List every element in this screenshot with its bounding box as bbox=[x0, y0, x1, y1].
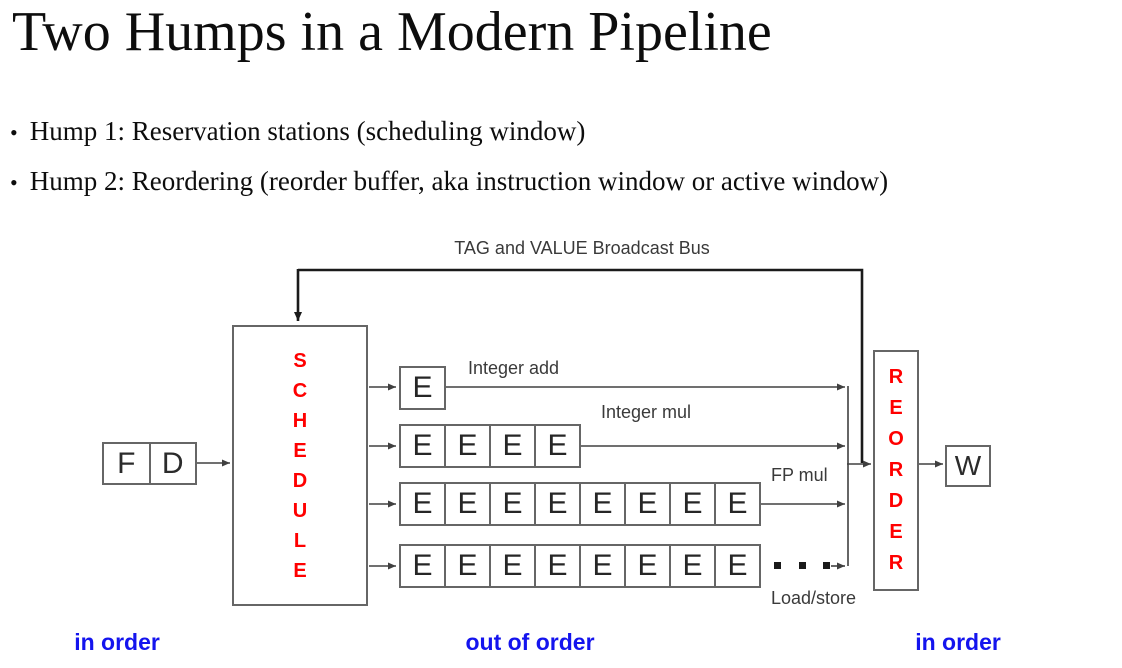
decode-stage-box: D bbox=[161, 446, 184, 480]
execution-stage-box: E bbox=[579, 544, 626, 588]
execution-stage-box: E bbox=[444, 482, 491, 526]
fetch-decode-box: F D bbox=[102, 442, 197, 485]
broadcast-bus-label: TAG and VALUE Broadcast Bus bbox=[454, 238, 710, 258]
bullet-text-hump1: Hump 1: Reservation stations (scheduling… bbox=[29, 116, 586, 146]
bullet-item-hump2: • Hump 2: Reordering (reorder buffer, ak… bbox=[10, 166, 888, 200]
execution-stage-box: E bbox=[489, 424, 536, 468]
bullet-list: • Hump 1: Reservation stations (scheduli… bbox=[10, 116, 888, 216]
execution-stage-box: E bbox=[579, 482, 626, 526]
pipeline-label-integer-mul: Integer mul bbox=[601, 402, 692, 422]
pipeline-label-integer-add: Integer add bbox=[468, 358, 560, 378]
execution-stage-box: E bbox=[534, 424, 581, 468]
execution-stage-box: E bbox=[714, 544, 761, 588]
execution-stage-box: E bbox=[669, 482, 716, 526]
execution-stage-box: E bbox=[489, 482, 536, 526]
execution-stage-box: E bbox=[399, 544, 446, 588]
execution-stage-box: E bbox=[534, 544, 581, 588]
execution-stage-box: E bbox=[624, 482, 671, 526]
execution-stage-box: E bbox=[399, 424, 446, 468]
order-label-right: in order bbox=[915, 629, 1001, 655]
bullet-item-hump1: • Hump 1: Reservation stations (scheduli… bbox=[10, 116, 888, 150]
execution-stage-box: E bbox=[669, 544, 716, 588]
order-label-middle: out of order bbox=[465, 629, 595, 655]
execution-stage-box: E bbox=[534, 482, 581, 526]
bullet-glyph: • bbox=[10, 170, 18, 195]
execution-stage-box: E bbox=[399, 482, 446, 526]
execution-stage-box: E bbox=[399, 366, 446, 410]
pipeline-label-load-store: Load/store bbox=[771, 588, 857, 608]
pipeline-row-integer-add: E bbox=[399, 366, 446, 410]
fetch-stage-box: F bbox=[104, 444, 151, 483]
slide-title: Two Humps in a Modern Pipeline bbox=[12, 1, 772, 63]
bullet-text-hump2: Hump 2: Reordering (reorder buffer, aka … bbox=[29, 166, 889, 196]
order-label-left: in order bbox=[74, 629, 160, 655]
pipeline-label-fp-mul: FP mul bbox=[771, 465, 828, 485]
execution-stage-box: E bbox=[714, 482, 761, 526]
execution-stage-box: E bbox=[444, 424, 491, 468]
execution-stage-box: E bbox=[444, 544, 491, 588]
ellipsis-dots bbox=[774, 562, 830, 570]
bullet-glyph: • bbox=[10, 120, 18, 145]
execution-stage-box: E bbox=[624, 544, 671, 588]
execution-stage-box: E bbox=[489, 544, 536, 588]
writeback-box: W bbox=[945, 445, 991, 487]
